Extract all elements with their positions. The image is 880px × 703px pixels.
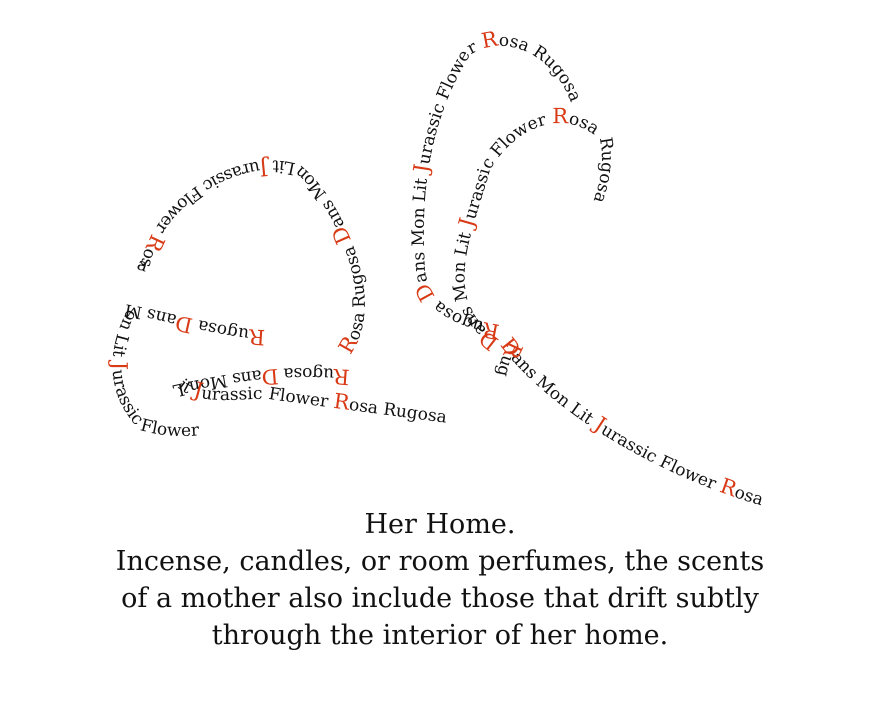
- strand-text: urassic Flower: [200, 383, 335, 412]
- caption-line-3: through the interior of her home.: [211, 620, 669, 651]
- accent-letter: R: [480, 26, 501, 53]
- strand-text: osa Rugosa: [337, 238, 370, 343]
- strand-text: urassic Flower: [148, 156, 261, 240]
- calligram-strand-7: Rugosa Rosa Flower Jurassic: [0, 0, 527, 378]
- strand-text: urassic Flower: [460, 109, 553, 222]
- caption: Her Home. Incense, candles, or room perf…: [40, 506, 840, 654]
- calligram-strand-6: Dans Mon Lit Jurassic Flower Rosa Rugosa: [0, 0, 766, 510]
- accent-letter: R: [332, 364, 351, 389]
- strand-text: ugosa: [0, 0, 517, 378]
- accent-letter: J: [107, 360, 131, 370]
- calligram-artwork: Rosa Rugosa Dans Mon Lit Jurassic Flower…: [0, 0, 766, 510]
- strand-text: ugosa: [191, 314, 251, 344]
- accent-letter: D: [261, 364, 280, 389]
- strand-text: urassic: [0, 0, 6, 5]
- strand-text: ans Mon Lit: [108, 299, 179, 362]
- accent-letter: R: [480, 317, 501, 344]
- accent-letter: J: [0, 0, 4, 5]
- strand-text: urassic Flower: [414, 35, 485, 166]
- accent-letter: R: [552, 104, 569, 128]
- accent-letter: R: [332, 389, 352, 415]
- accent-letter: R: [247, 324, 266, 349]
- strand-text: osa Rugosa: [567, 109, 617, 206]
- accent-letter: R: [0, 0, 9, 5]
- calligram-strand-4: Rugosa Dans Mon Lit Jurassic Flower Rosa…: [409, 26, 585, 343]
- caption-line-1: Incense, candles, or room perfumes, the …: [115, 546, 765, 577]
- strand-text: ans Mon Lit: [267, 156, 349, 232]
- caption-line-2: of a mother also include those that drif…: [121, 583, 759, 614]
- strand-text: urassic Flower: [597, 420, 724, 496]
- strand-text: osa Rugosa: [498, 31, 585, 105]
- calligram-strand-3: Rugosa Dans Mon Lit Jurassic Flower Rosa…: [171, 363, 448, 428]
- calligram-strand-5: Dans Mon Lit Jurassic Flower Rosa Rugosa: [449, 104, 617, 355]
- strand-text: osa Rugosa: [348, 395, 448, 428]
- strand-text: osa Flower: [0, 0, 8, 5]
- strand-text: osa Rugosa: [0, 0, 766, 510]
- strand-text: ans Mon Lit: [409, 171, 433, 284]
- accent-letter: D: [173, 310, 195, 337]
- strand-text: ugosa: [278, 363, 335, 384]
- caption-title: Her Home.: [364, 509, 516, 540]
